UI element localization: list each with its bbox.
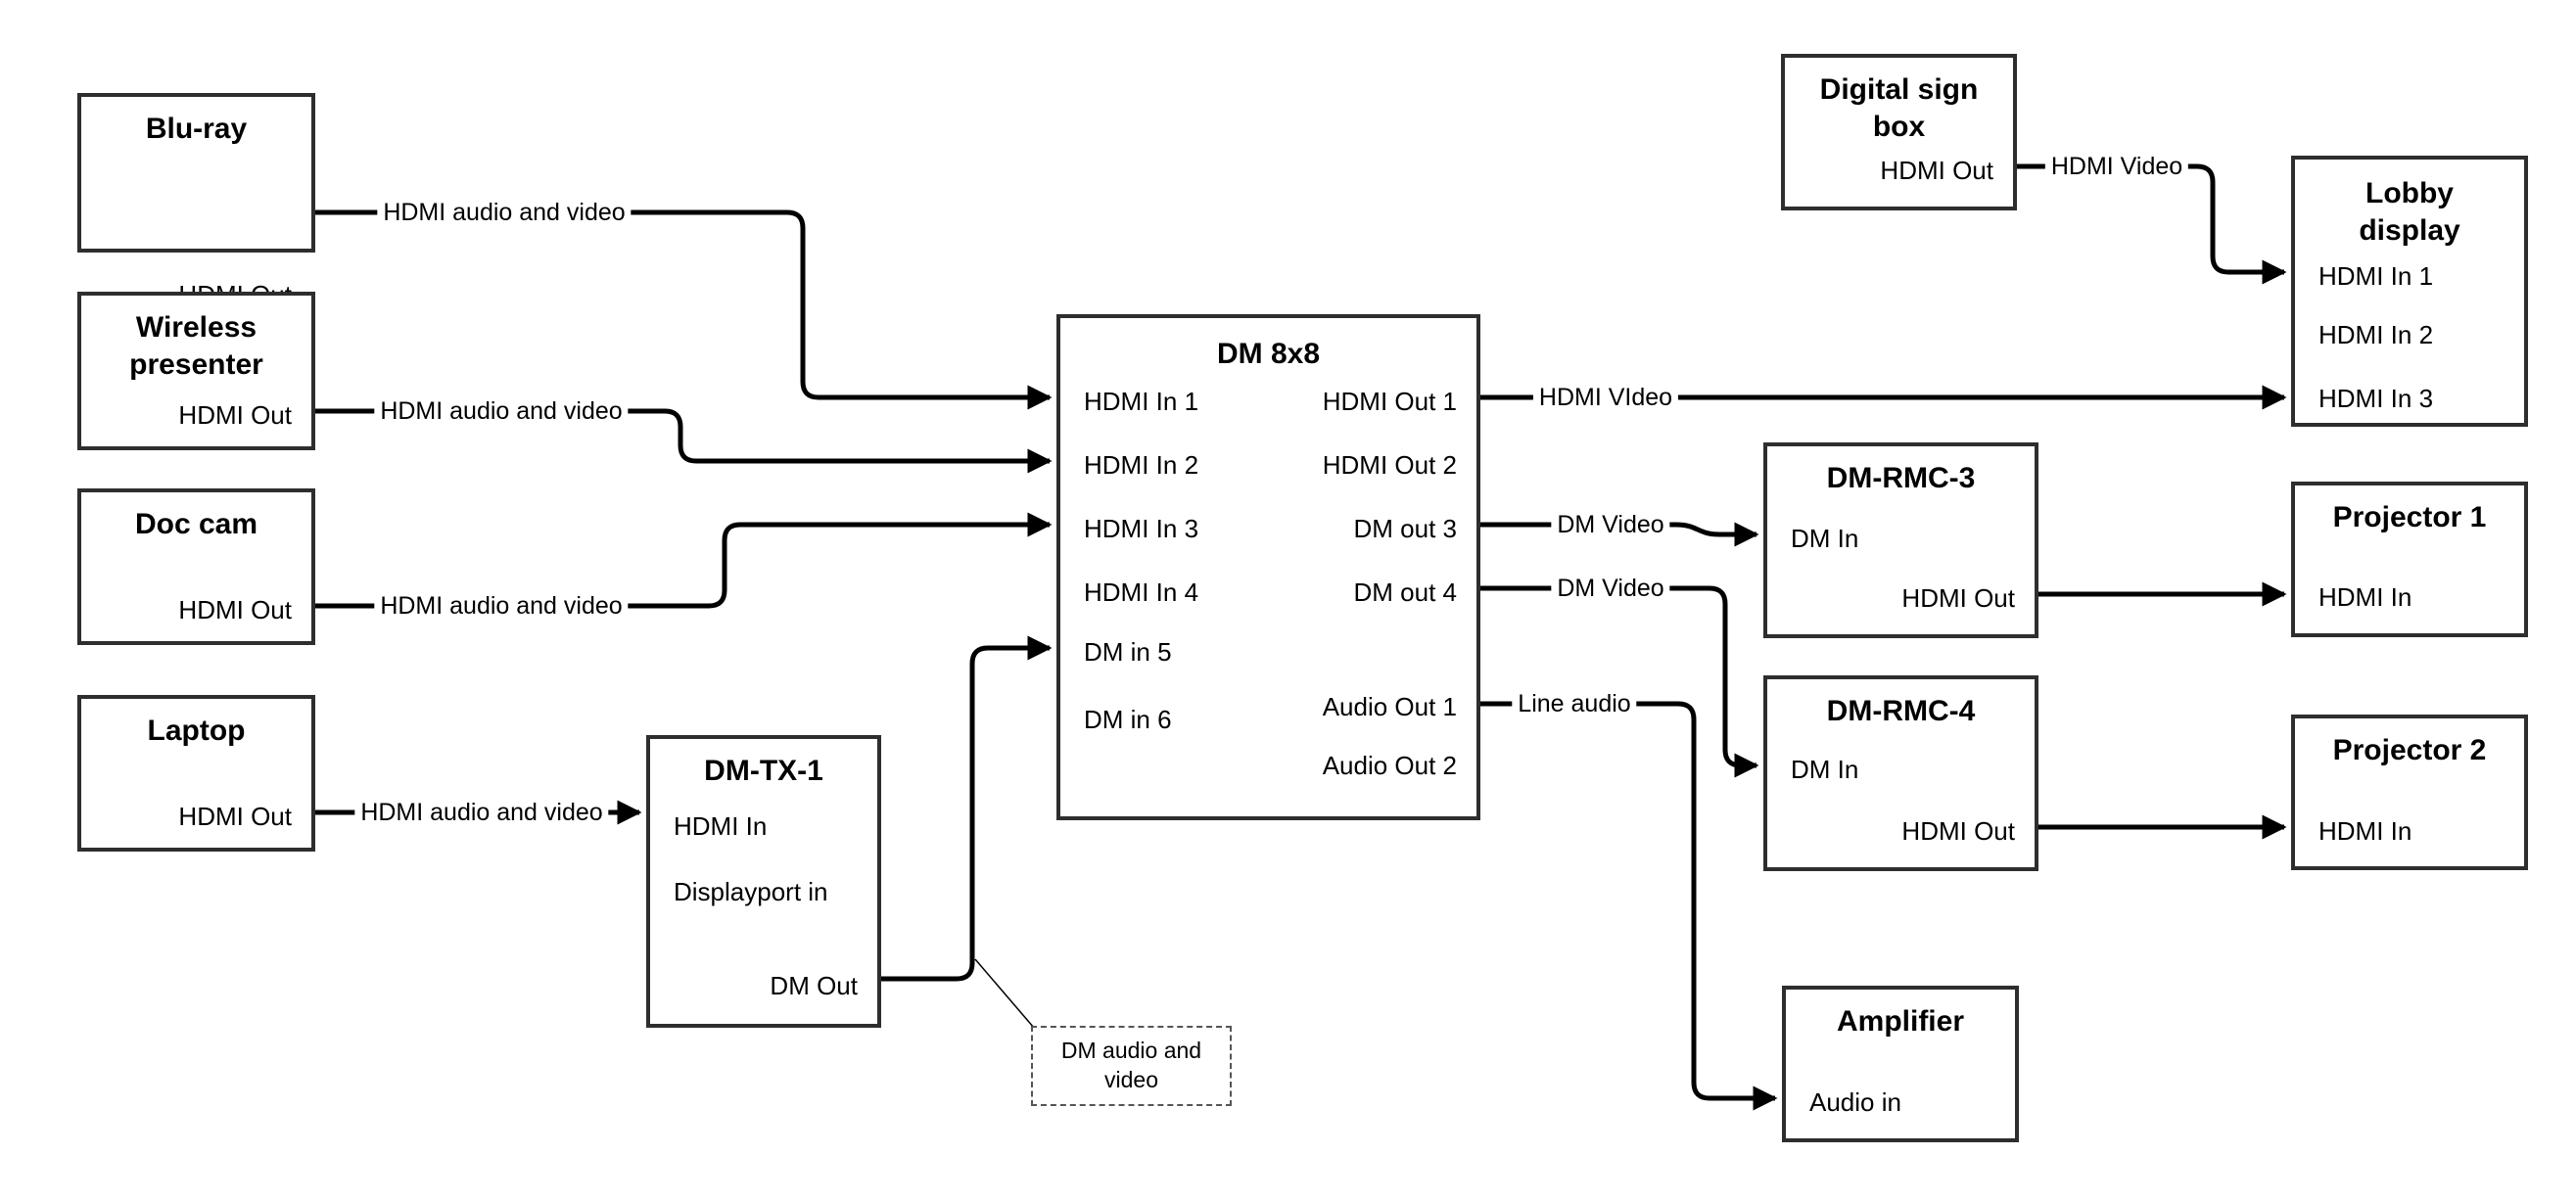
port-hdmi-out: HDMI Out: [178, 595, 292, 624]
port-displayport-in: Displayport in: [674, 877, 828, 906]
edge-doccam-to-dm8x8-in3: [315, 512, 1053, 609]
node-laptop: Laptop HDMI Out: [77, 695, 315, 852]
edge-label-hdmi-video-digital: HDMI Video: [2044, 152, 2189, 181]
node-title: DM 8x8: [1216, 338, 1321, 370]
edge-label-line-audio: Line audio: [1512, 689, 1637, 718]
port-dm-out-4: DM out 4: [1353, 577, 1458, 607]
node-lobby-display: Lobby display HDMI In 1 HDMI In 2 HDMI I…: [2291, 156, 2528, 427]
port-hdmi-in-1: HDMI In 1: [1084, 387, 1199, 416]
node-amplifier: Amplifier Audio in: [1782, 986, 2019, 1142]
port-dm-in-5: DM in 5: [1084, 637, 1172, 667]
port-hdmi-out: HDMI Out: [1901, 583, 2015, 613]
edge-label-dm-video-out3: DM Video: [1551, 510, 1670, 539]
edge-label-laptop: HDMI audio and video: [354, 798, 609, 827]
port-hdmi-out: HDMI Out: [1880, 156, 1993, 185]
node-title: Wireless presenter: [129, 311, 263, 381]
edge-label-bluray: HDMI audio and video: [377, 198, 632, 227]
port-dm-out: DM Out: [770, 971, 858, 1000]
port-hdmi-in-4: HDMI In 4: [1084, 577, 1199, 607]
node-title: Projector 1: [2332, 501, 2487, 533]
node-title: Amplifier: [1836, 1005, 1965, 1038]
node-wireless-presenter: Wireless presenter HDMI Out: [77, 292, 315, 450]
port-dm-in: DM In: [1791, 755, 1859, 784]
node-title: DM-TX-1: [704, 755, 823, 787]
node-title: Projector 2: [2332, 734, 2487, 766]
node-title: Blu-ray: [145, 113, 248, 145]
edge-label-wireless: HDMI audio and video: [374, 396, 629, 426]
node-dm-rmc-3: DM-RMC-3 DM In HDMI Out: [1763, 442, 2038, 638]
edge-label-doccam: HDMI audio and video: [374, 591, 629, 621]
port-hdmi-in-3: HDMI In 3: [1084, 514, 1199, 543]
node-title: Laptop: [147, 715, 246, 747]
node-title: DM-RMC-3: [1826, 462, 1976, 494]
port-hdmi-in: HDMI In: [2318, 582, 2412, 612]
port-hdmi-in-2: HDMI In 2: [2318, 320, 2434, 349]
edge-bluray-to-dm8x8-in1: [315, 209, 1053, 410]
edge-dm8x8-audio1-to-amplifier: [1480, 701, 1778, 1111]
node-title: DM-RMC-4: [1826, 695, 1976, 727]
port-audio-out-2: Audio Out 2: [1322, 751, 1457, 780]
port-dm-in: DM In: [1791, 524, 1859, 553]
callout-text: DM audio and video: [1060, 1038, 1202, 1092]
node-projector-2: Projector 2 HDMI In: [2291, 715, 2528, 870]
callout-leader-line: [974, 958, 1035, 1029]
edge-dmtx1-to-dm8x8-in5: [881, 635, 1053, 982]
port-hdmi-in: HDMI In: [674, 811, 768, 841]
port-hdmi-in-2: HDMI In 2: [1084, 450, 1199, 480]
port-audio-out-1: Audio Out 1: [1322, 692, 1457, 721]
edge-wireless-to-dm8x8-in2: [315, 408, 1053, 474]
port-dm-in-6: DM in 6: [1084, 705, 1172, 734]
port-hdmi-out-2: HDMI Out 2: [1322, 450, 1457, 480]
node-dm-rmc-4: DM-RMC-4 DM In HDMI Out: [1763, 675, 2038, 871]
callout-dm-audio-and-video: DM audio and video: [1031, 1026, 1232, 1106]
port-hdmi-out: HDMI Out: [1901, 816, 2015, 846]
edge-label-dm-video-out4: DM Video: [1551, 574, 1670, 603]
edge-dm8x8-out3-to-dmrmc3: [1480, 522, 1759, 547]
node-dm-tx-1: DM-TX-1 HDMI In Displayport in DM Out: [646, 735, 881, 1028]
edge-label-hdmi-video-out1: HDMI VIdeo: [1532, 383, 1679, 412]
port-hdmi-in: HDMI In: [2318, 816, 2412, 846]
port-dm-out-3: DM out 3: [1353, 514, 1458, 543]
port-hdmi-out: HDMI Out: [178, 802, 292, 831]
node-title: Digital sign box: [1819, 73, 1979, 143]
node-title: Lobby display: [2359, 177, 2460, 247]
port-hdmi-in-1: HDMI In 1: [2318, 261, 2434, 291]
node-digital-sign-box: Digital sign box HDMI Out: [1781, 54, 2017, 210]
port-hdmi-out: HDMI Out: [178, 400, 292, 430]
node-title: Doc cam: [134, 508, 258, 540]
port-audio-in: Audio in: [1809, 1087, 1901, 1117]
port-hdmi-out-1: HDMI Out 1: [1322, 387, 1457, 416]
node-projector-1: Projector 1 HDMI In: [2291, 482, 2528, 637]
port-hdmi-in-3: HDMI In 3: [2318, 384, 2434, 413]
edge-digitalsign-to-lobby-in1: [2017, 163, 2287, 285]
node-bluray: Blu-ray HDMI Out: [77, 93, 315, 309]
node-doc-cam: Doc cam HDMI Out: [77, 488, 315, 645]
edge-dm8x8-out4-to-dmrmc4: [1480, 585, 1759, 778]
node-dm-8x8: DM 8x8 HDMI In 1 HDMI In 2 HDMI In 3 HDM…: [1056, 314, 1480, 820]
